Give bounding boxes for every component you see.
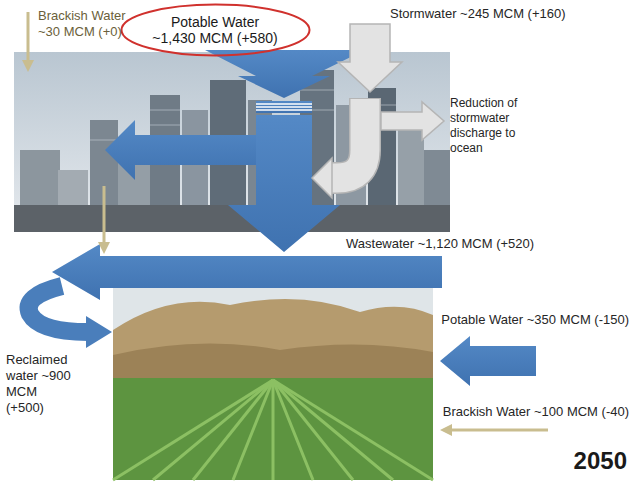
farm-photo (113, 285, 433, 480)
flow-label: Brackish Water ~100 MCM (-40) (443, 404, 629, 420)
flow-label: Reclaimed water ~900 MCM (+500) (6, 352, 74, 416)
flow-label: Brackish Water ~30 MCM (+0) (38, 8, 134, 40)
flow-label: Potable Water ~350 MCM (-150) (441, 312, 629, 328)
wastewater-arrows (52, 244, 442, 300)
potable-flow-arrows (105, 50, 365, 252)
brackish-arrows (22, 12, 548, 436)
stormwater-arrows (312, 24, 444, 198)
flow-label: Stormwater ~245 MCM (+160) (390, 6, 566, 22)
node-text-group: Potable Water ~1,430 MCM (+580) (150, 14, 281, 46)
farm-potable-arrow (440, 336, 536, 386)
reclaimed-arrow (29, 286, 112, 348)
ellipse-shape (121, 5, 309, 56)
highlight-ellipse: Potable Water ~1,430 MCM (+580) (120, 3, 311, 57)
splitter-stripes (256, 104, 312, 110)
flow-label: Reduction of stormwater discharge to oce… (450, 96, 522, 156)
flow-label: Potable Water ~1,430 MCM (+580) (150, 14, 281, 46)
year-label: 2050 (574, 446, 627, 476)
flow-label: Wastewater ~1,120 MCM (+520) (346, 236, 534, 252)
